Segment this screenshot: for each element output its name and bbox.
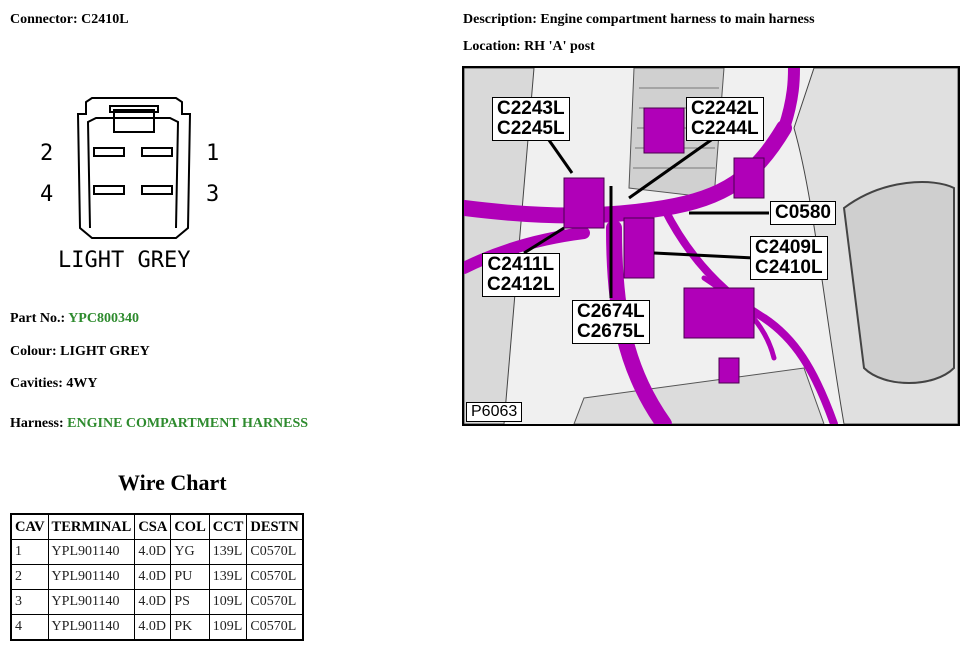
colour-value: LIGHT GREY <box>60 344 150 359</box>
location-label: Location: <box>463 39 521 54</box>
cell-destn: C0570L <box>246 539 304 565</box>
harness-line: Harness: ENGINE COMPARTMENT HARNESS <box>10 416 308 432</box>
pin-number-3: 3 <box>206 182 219 207</box>
description-text: Engine compartment harness to main harne… <box>540 12 815 27</box>
cell-cav: 4 <box>10 614 49 641</box>
table-row: 2 YPL901140 4.0D PU 139L C0570L <box>10 564 304 590</box>
connector-face-diagram: 2 1 4 3 LIGHT GREY <box>40 97 219 273</box>
terminal-slot-1 <box>141 147 173 157</box>
connector-latch-top <box>109 105 159 113</box>
harness-connector-block-c <box>683 287 755 339</box>
connector-inner-wall <box>86 117 180 229</box>
header-cav: CAV <box>10 513 49 540</box>
connector-label: Connector: <box>10 12 78 27</box>
harness-value: ENGINE COMPARTMENT HARNESS <box>67 416 309 431</box>
cavities-line: Cavities: 4WY <box>10 376 98 392</box>
table-row: 3 YPL901140 4.0D PS 109L C0570L <box>10 589 304 615</box>
cell-col: PK <box>170 614 210 641</box>
location-line: Location: RH 'A' post <box>463 39 595 55</box>
callout-c2242l-c2244l: C2242L C2244L <box>686 97 764 141</box>
cell-cct: 109L <box>208 589 248 615</box>
cell-cav: 3 <box>10 589 49 615</box>
harness-label: Harness: <box>10 416 64 431</box>
pin-number-4: 4 <box>40 182 53 207</box>
location-text: RH 'A' post <box>524 39 595 54</box>
connector-id: C2410L <box>81 12 129 27</box>
part-number-label: Part No.: <box>10 311 66 326</box>
cell-terminal: YPL901140 <box>47 564 136 590</box>
connector-colour-caption: LIGHT GREY <box>58 248 190 273</box>
cell-terminal: YPL901140 <box>47 539 136 565</box>
header-col: COL <box>170 513 210 540</box>
wire-chart-header-row: CAV TERMINAL CSA COL CCT DESTN <box>10 513 304 540</box>
cell-cav: 1 <box>10 539 49 565</box>
photo-id-label: P6063 <box>466 402 523 422</box>
cell-destn: C0570L <box>246 589 304 615</box>
cell-csa: 4.0D <box>134 614 172 641</box>
cell-cct: 109L <box>208 614 248 641</box>
cell-cct: 139L <box>208 564 248 590</box>
cell-csa: 4.0D <box>134 564 172 590</box>
cavities-label: Cavities: <box>10 376 63 391</box>
harness-connector-block-e <box>643 107 685 154</box>
header-destn: DESTN <box>246 513 304 540</box>
callout-c0580: C0580 <box>770 201 836 225</box>
cavities-value: 4WY <box>66 376 98 391</box>
description-line: Description: Engine compartment harness … <box>463 12 815 28</box>
callout-c2409l-c2410l: C2409L C2410L <box>750 236 828 280</box>
header-cct: CCT <box>208 513 248 540</box>
location-photo: C2243L C2245L C2242L C2244L C0580 C2409L… <box>462 66 960 426</box>
terminal-slot-3 <box>141 185 173 195</box>
cell-col: YG <box>170 539 210 565</box>
pin-number-2: 2 <box>40 141 53 166</box>
cell-destn: C0570L <box>246 564 304 590</box>
callout-c2411l-c2412l: C2411L C2412L <box>482 253 560 297</box>
wire-chart-title: Wire Chart <box>118 470 227 495</box>
harness-connector-block-a <box>563 177 605 229</box>
cell-cct: 139L <box>208 539 248 565</box>
colour-line: Colour: LIGHT GREY <box>10 344 150 360</box>
harness-connector-block-d <box>733 157 765 199</box>
cell-col: PU <box>170 564 210 590</box>
table-row: 4 YPL901140 4.0D PK 109L C0570L <box>10 614 304 641</box>
connector-latch <box>113 109 155 133</box>
callout-c2674l-c2675l: C2674L C2675L <box>572 300 650 344</box>
cell-col: PS <box>170 589 210 615</box>
cell-csa: 4.0D <box>134 589 172 615</box>
terminal-slot-2 <box>93 147 125 157</box>
cell-destn: C0570L <box>246 614 304 641</box>
cell-terminal: YPL901140 <box>47 614 136 641</box>
harness-connector-block-b <box>623 217 655 279</box>
description-label: Description: <box>463 12 537 27</box>
callout-c2243l-c2245l: C2243L C2245L <box>492 97 570 141</box>
header-csa: CSA <box>134 513 172 540</box>
part-number-line: Part No.: YPC800340 <box>10 311 139 327</box>
harness-connector-block-f <box>718 357 740 384</box>
connector-heading: Connector: C2410L <box>10 12 129 28</box>
part-number-value: YPC800340 <box>68 311 139 326</box>
cell-cav: 2 <box>10 564 49 590</box>
wire-chart-table: CAV TERMINAL CSA COL CCT DESTN 1 YPL9011… <box>10 513 304 641</box>
table-row: 1 YPL901140 4.0D YG 139L C0570L <box>10 539 304 565</box>
cell-csa: 4.0D <box>134 539 172 565</box>
pin-number-1: 1 <box>206 141 219 166</box>
terminal-slot-4 <box>93 185 125 195</box>
header-terminal: TERMINAL <box>47 513 136 540</box>
cell-terminal: YPL901140 <box>47 589 136 615</box>
colour-label: Colour: <box>10 344 57 359</box>
connector-housing-outline <box>76 97 192 239</box>
